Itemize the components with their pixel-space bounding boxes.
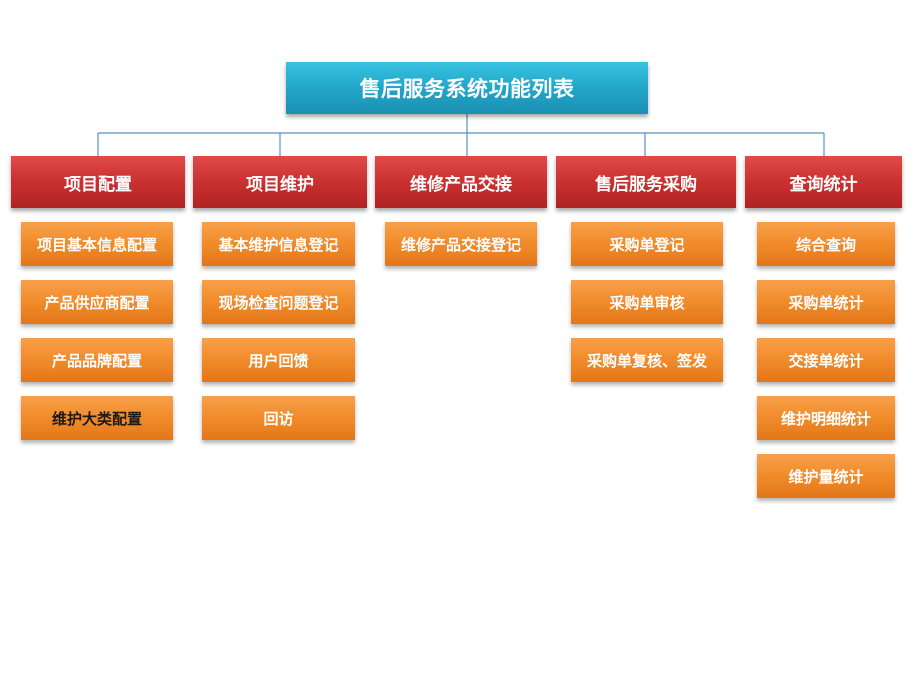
item-box: 维修产品交接登记 [385, 222, 537, 266]
category-label: 项目配置 [64, 174, 132, 195]
category-label: 售后服务采购 [595, 174, 697, 195]
item-box: 维护明细统计 [757, 396, 895, 440]
category-label: 查询统计 [789, 174, 858, 195]
category-project-maintenance: 项目维护 [193, 156, 367, 208]
item-label: 产品供应商配置 [44, 293, 150, 312]
item-box: 项目基本信息配置 [21, 222, 173, 266]
chart-title-box: 售后服务系统功能列表 [286, 62, 648, 114]
item-label: 综合查询 [795, 235, 856, 254]
item-label: 用户回馈 [248, 351, 309, 370]
chart-title: 售后服务系统功能列表 [359, 77, 575, 101]
item-label: 交接单统计 [788, 351, 864, 370]
item-label: 维护量统计 [788, 467, 864, 486]
item-box: 维护量统计 [757, 454, 895, 498]
item-box: 现场检查问题登记 [202, 280, 355, 324]
item-box: 采购单审核 [571, 280, 723, 324]
category-repair-handover: 维修产品交接 [375, 156, 547, 208]
item-box: 产品品牌配置 [21, 338, 173, 382]
item-box: 采购单复核、签发 [571, 338, 723, 382]
item-label: 现场检查问题登记 [218, 293, 339, 312]
item-label: 采购单登记 [609, 235, 685, 254]
item-label: 产品品牌配置 [51, 351, 142, 370]
item-label: 采购单审核 [609, 293, 685, 312]
category-label: 项目维护 [246, 174, 314, 195]
item-box: 用户回馈 [202, 338, 355, 382]
item-box: 采购单统计 [757, 280, 895, 324]
item-box: 回访 [202, 396, 355, 440]
item-box: 综合查询 [757, 222, 895, 266]
item-label: 维护明细统计 [780, 409, 871, 428]
item-label: 采购单复核、签发 [586, 351, 707, 370]
item-label: 项目基本信息配置 [36, 235, 157, 254]
item-box: 采购单登记 [571, 222, 723, 266]
item-label: 维护大类配置 [51, 409, 142, 428]
category-query-statistics: 查询统计 [745, 156, 902, 208]
category-service-procurement: 售后服务采购 [556, 156, 736, 208]
item-box: 产品供应商配置 [21, 280, 173, 324]
item-label: 采购单统计 [788, 293, 864, 312]
item-label: 回访 [263, 409, 294, 428]
category-project-config: 项目配置 [11, 156, 185, 208]
item-box: 交接单统计 [757, 338, 895, 382]
item-box: 基本维护信息登记 [202, 222, 355, 266]
item-box: 维护大类配置 [21, 396, 173, 440]
item-label: 维修产品交接登记 [400, 235, 521, 254]
item-label: 基本维护信息登记 [218, 235, 339, 254]
category-label: 维修产品交接 [410, 174, 512, 195]
